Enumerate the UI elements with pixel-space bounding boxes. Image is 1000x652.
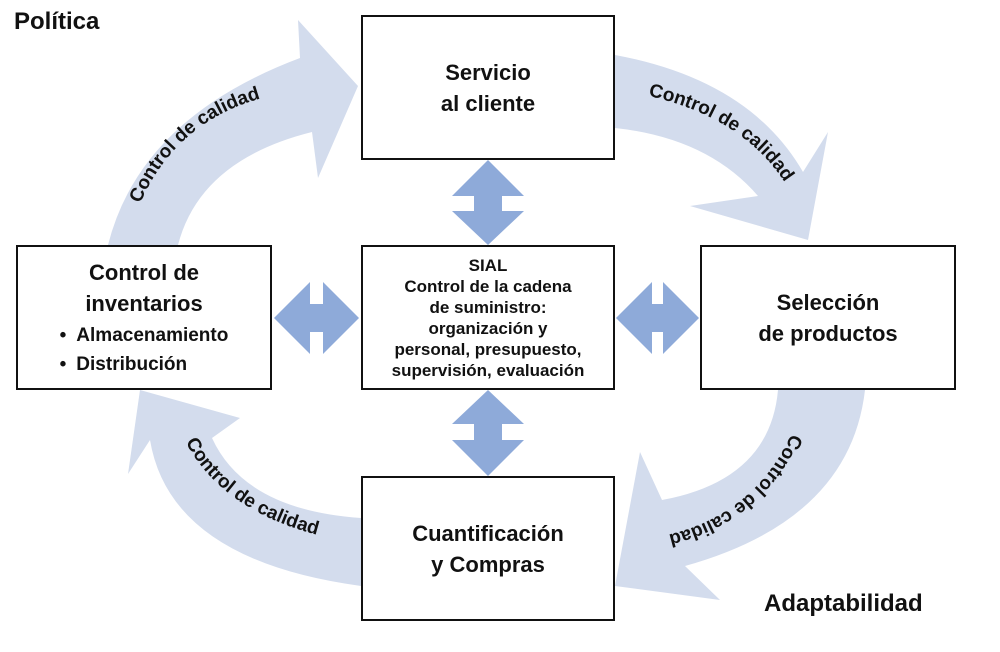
bullet-item-distribucion: Distribución: [60, 350, 229, 379]
connector-horizontal-right: [616, 282, 699, 354]
box-inventarios-line2: inventarios: [85, 290, 203, 316]
sial-line-3: organización y: [428, 318, 548, 338]
box-servicio-al-cliente: Servicio al cliente: [361, 15, 615, 160]
box-seleccion-line2: de productos: [758, 320, 898, 346]
box-cuantificacion-line2: y Compras: [431, 551, 545, 577]
sial-line-5: supervisión, evaluación: [391, 360, 585, 380]
sial-line-4: personal, presupuesto,: [394, 339, 582, 359]
box-sial-center: SIAL Control de la cadena de suministro:…: [361, 245, 615, 390]
box-servicio-line2: al cliente: [440, 90, 536, 116]
arc-arrow-bottom-left: [128, 390, 361, 586]
box-inventarios-line1: Control de: [89, 259, 199, 285]
connector-horizontal-left: [274, 282, 359, 354]
sial-line-2: de suministro:: [429, 297, 547, 317]
inventarios-bullet-list: Almacenamiento Distribución: [60, 321, 229, 379]
connector-vertical-top: [452, 160, 524, 245]
connector-vertical-bottom: [452, 390, 524, 476]
sial-line-1: Control de la cadena: [404, 276, 572, 296]
box-cuantificacion-line1: Cuantificación: [412, 520, 564, 546]
box-control-de-inventarios: Control de inventarios Almacenamiento Di…: [16, 245, 272, 390]
corner-label-politica: Política: [14, 8, 100, 35]
arc-arrow-bottom-right: [615, 390, 865, 600]
corner-label-adaptabilidad: Adaptabilidad: [764, 590, 923, 617]
box-seleccion-de-productos: Selección de productos: [700, 245, 956, 390]
arc-arrow-top-right: [615, 55, 828, 240]
box-servicio-line1: Servicio: [445, 59, 531, 85]
sial-line-0: SIAL: [468, 255, 508, 275]
arc-arrow-top-left: [108, 20, 358, 245]
box-seleccion-line1: Selección: [776, 289, 880, 315]
box-cuantificacion-y-compras: Cuantificación y Compras: [361, 476, 615, 621]
bullet-item-almacenamiento: Almacenamiento: [60, 321, 228, 350]
